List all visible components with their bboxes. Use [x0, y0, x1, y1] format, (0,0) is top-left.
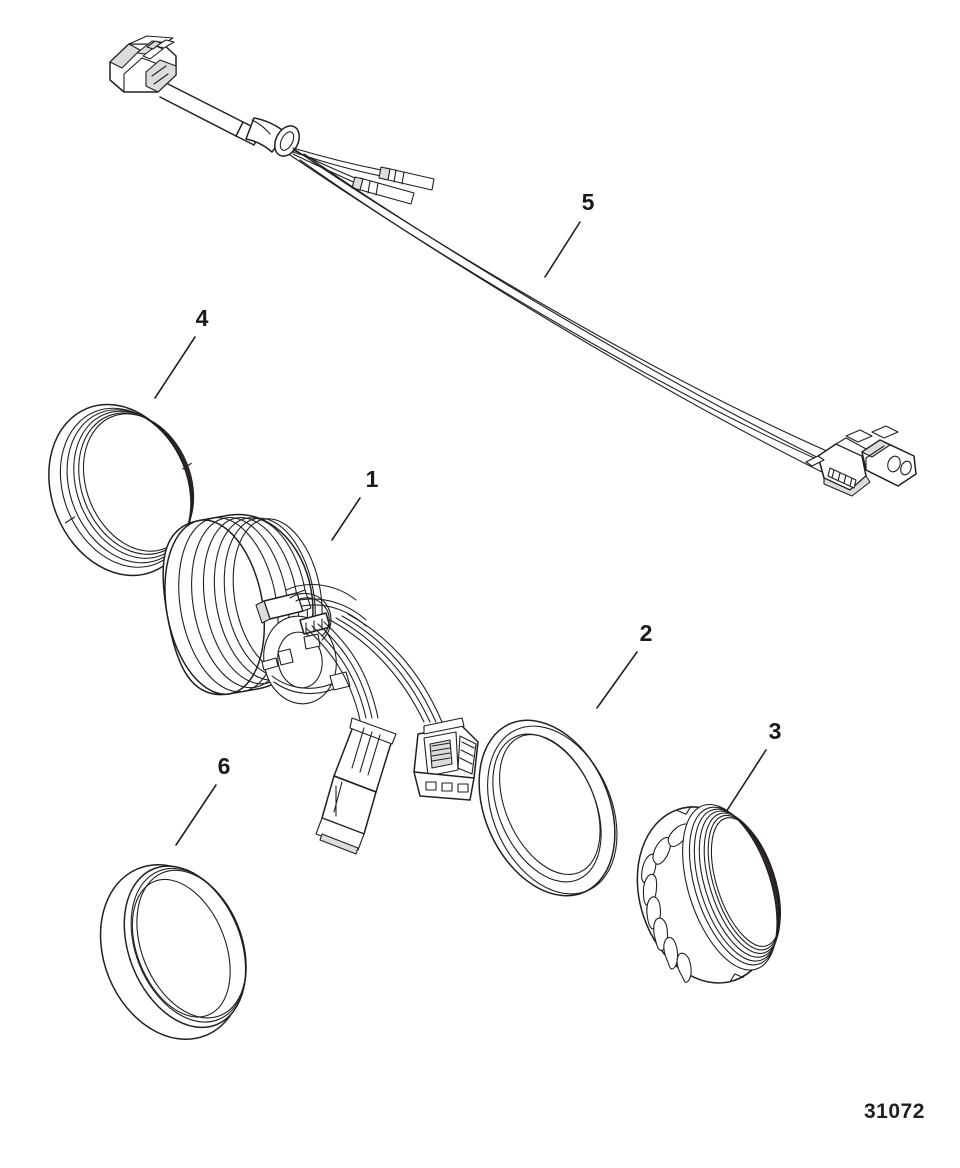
callout-1: 1 [331, 466, 379, 541]
callout-4-label: 4 [196, 305, 209, 331]
callout-3-label: 3 [769, 718, 782, 744]
nut-knurl-ribs [641, 823, 692, 983]
part-1-gauge-body [162, 513, 479, 855]
gauge-wire-leads [285, 584, 443, 723]
harness-connector-upper-left [109, 35, 177, 93]
callout-4: 4 [154, 305, 209, 399]
harness-connector-lower-right-b [861, 439, 917, 487]
callout-layer: 1 2 3 4 5 6 [154, 189, 782, 846]
harness-long-run [289, 148, 844, 481]
callout-2-leader [596, 651, 638, 709]
callout-2-label: 2 [640, 620, 653, 646]
harness-connector-lower-right-a [817, 437, 871, 497]
gauge-connector-left [315, 717, 397, 855]
part-4-bezel-trim-ring [48, 403, 195, 577]
part-5-wiring-harness [109, 35, 917, 497]
callout-6: 6 [175, 753, 231, 846]
callout-6-label: 6 [218, 753, 231, 779]
part-6-bezel-cover-ring [99, 864, 247, 1040]
callout-5: 5 [544, 189, 595, 278]
callout-1-label: 1 [366, 466, 379, 492]
harness-bullet-terminal-upper [378, 166, 435, 191]
callout-5-label: 5 [582, 189, 595, 215]
callout-3: 3 [725, 718, 782, 813]
harness-connector-latch-tabs [805, 425, 899, 467]
part-3-mounting-nut [636, 803, 781, 984]
callout-2: 2 [596, 620, 653, 709]
callout-6-leader [175, 784, 217, 846]
callout-1-leader [331, 497, 361, 541]
nut-internal-threads [682, 803, 781, 971]
callout-3-leader [725, 749, 767, 813]
callout-4-leader [154, 336, 196, 399]
gauge-connector-right [413, 717, 479, 801]
part-2-o-ring-gasket [478, 719, 618, 897]
callout-5-leader [544, 221, 581, 278]
harness-bullet-terminal-lower [351, 176, 415, 205]
harness-main-cable [159, 83, 287, 153]
figure-number: 31072 [864, 1100, 925, 1123]
